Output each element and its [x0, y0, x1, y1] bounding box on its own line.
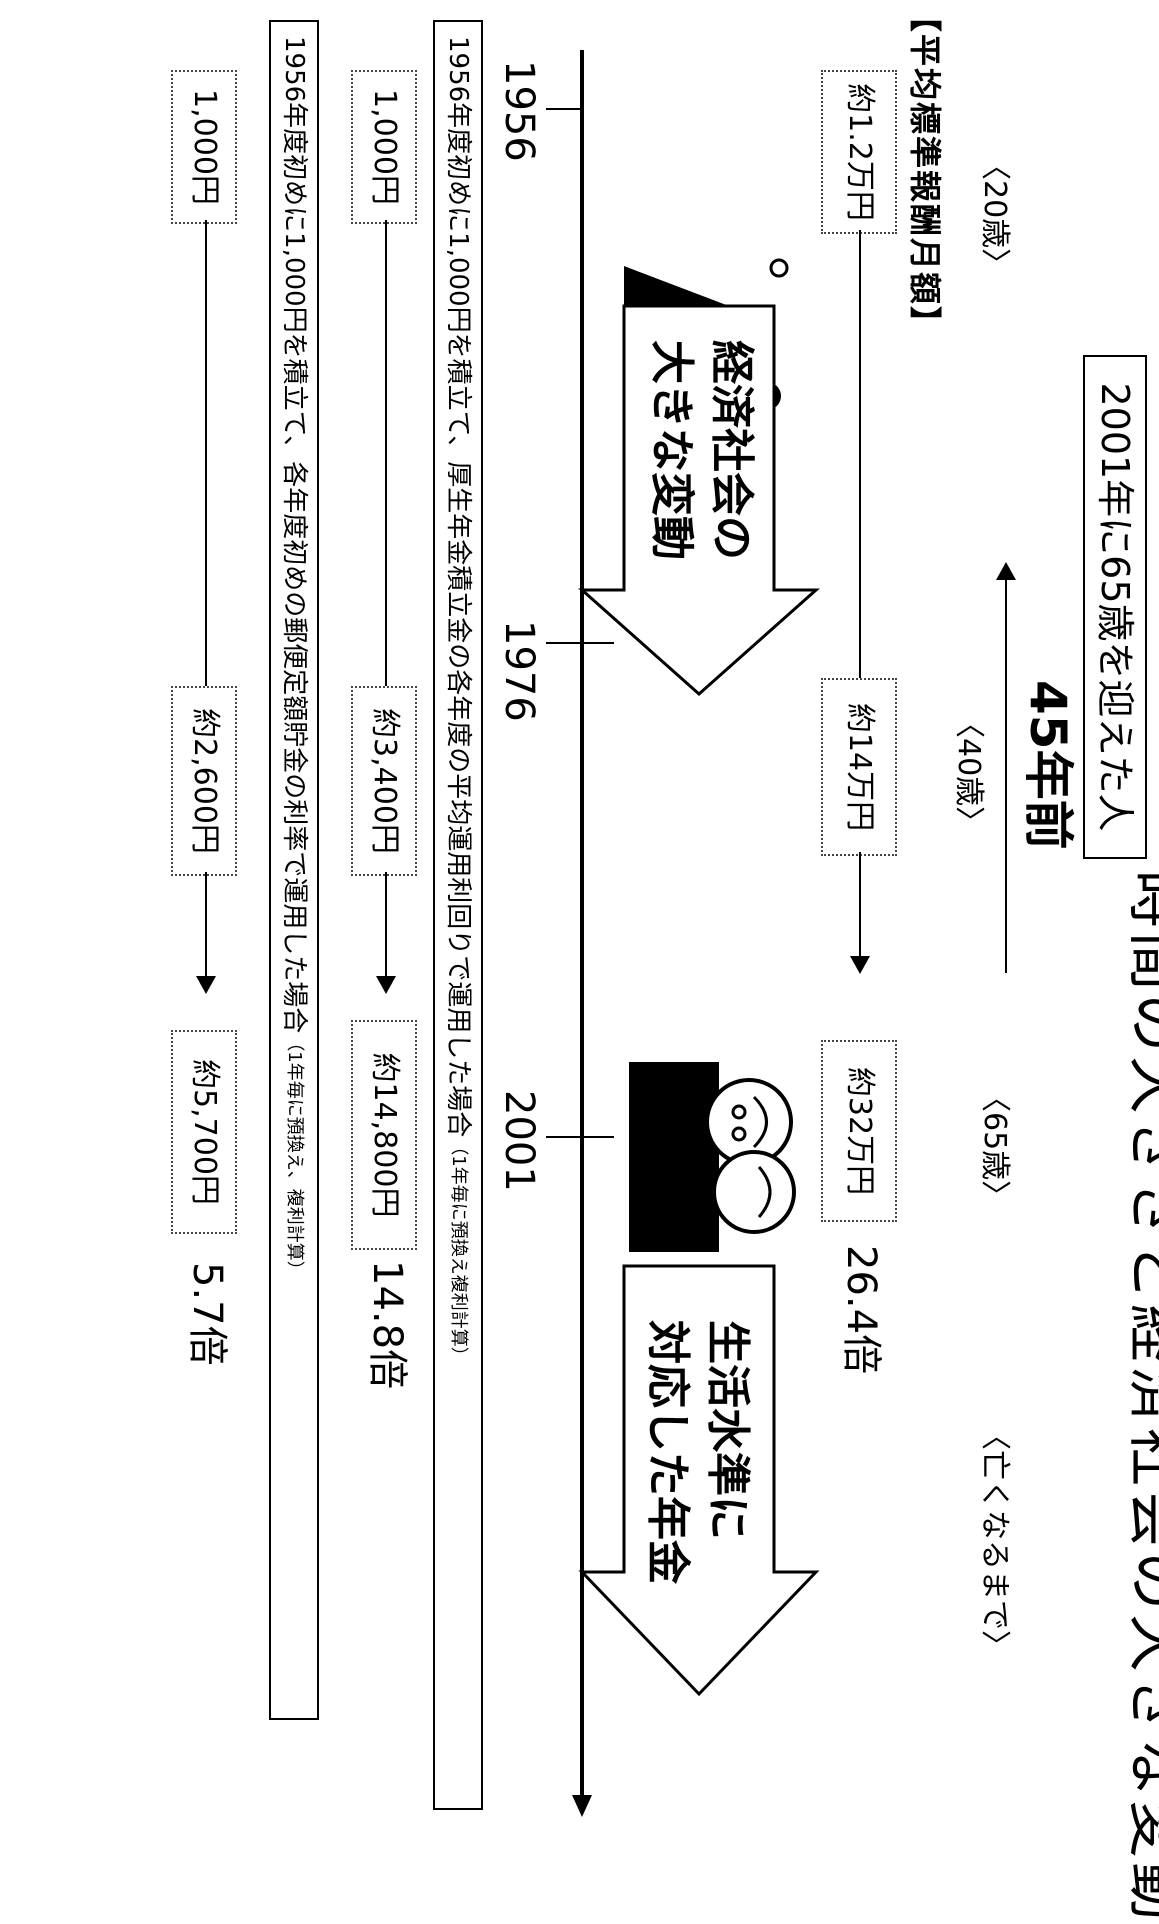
tick-1976 — [546, 642, 614, 644]
salary-arrow-2 — [859, 852, 861, 966]
scenario2-caption: 1956年度初めに1,000円を積立て、各年度初めの郵便定額貯金の利率で運用した… — [269, 20, 319, 1720]
economy-change-arrow — [578, 304, 820, 697]
salary-ratio: 26.4倍 — [838, 1245, 884, 1375]
person-label: 2001年に65歳を迎えた人 — [1083, 355, 1147, 859]
scenario1-1976: 約3,400円 — [351, 686, 417, 876]
scenario1-arrow-2 — [385, 872, 387, 986]
rotated-diagram: 時間の大きさと経済社会の大きな変動 2001年に65歳を迎えた人 45年前 〈2… — [171, 0, 1159, 1924]
year-2001: 2001 — [496, 1090, 542, 1192]
scenario1-ratio: 14.8倍 — [364, 1260, 410, 1390]
age-65: 〈65歳〉 — [977, 1082, 1012, 1211]
scenario1-arrowhead — [376, 976, 396, 994]
scenario2-1956: 1,000円 — [171, 70, 237, 224]
scenario1-arrow-1 — [385, 220, 387, 686]
pension-text-2: 対応した年金 — [642, 1320, 693, 1584]
year-1956: 1956 — [496, 60, 542, 162]
scenario1-caption: 1956年度初めに1,000円を積立て、厚生年金積立金の各年度の平均運用利回りで… — [433, 20, 483, 1810]
economy-change-text-2: 大きな変動 — [646, 340, 697, 560]
person-label-text: 2001年に65歳を迎えた人 — [1093, 382, 1137, 832]
span-arrow-left — [996, 562, 1016, 580]
salary-2001: 約32万円 — [821, 1040, 897, 1222]
year-1976: 1976 — [496, 620, 542, 722]
age-until-death: 〈亡くなるまで〉 — [977, 1420, 1012, 1660]
timeline-arrowhead — [572, 1795, 592, 1817]
span-arrow-line — [1005, 580, 1007, 973]
scenario2-1976: 約2,600円 — [171, 686, 237, 876]
age-40: 〈40歳〉 — [951, 708, 986, 837]
tick-2001 — [546, 1136, 614, 1138]
scenario1-1956: 1,000円 — [351, 70, 417, 224]
scenario2-arrow-1 — [205, 220, 207, 686]
scenario2-2001: 約5,700円 — [171, 1030, 237, 1234]
tick-1956 — [546, 108, 580, 110]
scenario2-arrowhead — [196, 976, 216, 994]
timeline-axis — [580, 50, 584, 1795]
page-title: 時間の大きさと経済社会の大きな変動 — [1122, 870, 1159, 1924]
salary-arrowhead — [850, 956, 870, 974]
salary-1976: 約14万円 — [821, 678, 897, 856]
salary-arrow-1 — [859, 230, 861, 730]
salary-1956: 約1.2万円 — [821, 70, 897, 234]
age-20: 〈20歳〉 — [977, 150, 1012, 279]
economy-change-text-1: 経済社会の — [706, 340, 757, 560]
scenario1-2001: 約14,800円 — [351, 1020, 417, 1250]
pension-text-1: 生活水準に — [702, 1320, 753, 1540]
span-label: 45年前 — [1019, 680, 1077, 850]
elderly-couple-icon — [629, 1062, 796, 1252]
diagram-stage: 時間の大きさと経済社会の大きな変動 2001年に65歳を迎えた人 45年前 〈2… — [171, 0, 1159, 1924]
salary-section-label: 【平均標準報酬月額】 — [906, 0, 944, 341]
scenario2-arrow-2 — [205, 872, 207, 986]
scenario2-ratio: 5.7倍 — [184, 1262, 230, 1366]
living-standard-pension-arrow — [578, 1264, 820, 1697]
